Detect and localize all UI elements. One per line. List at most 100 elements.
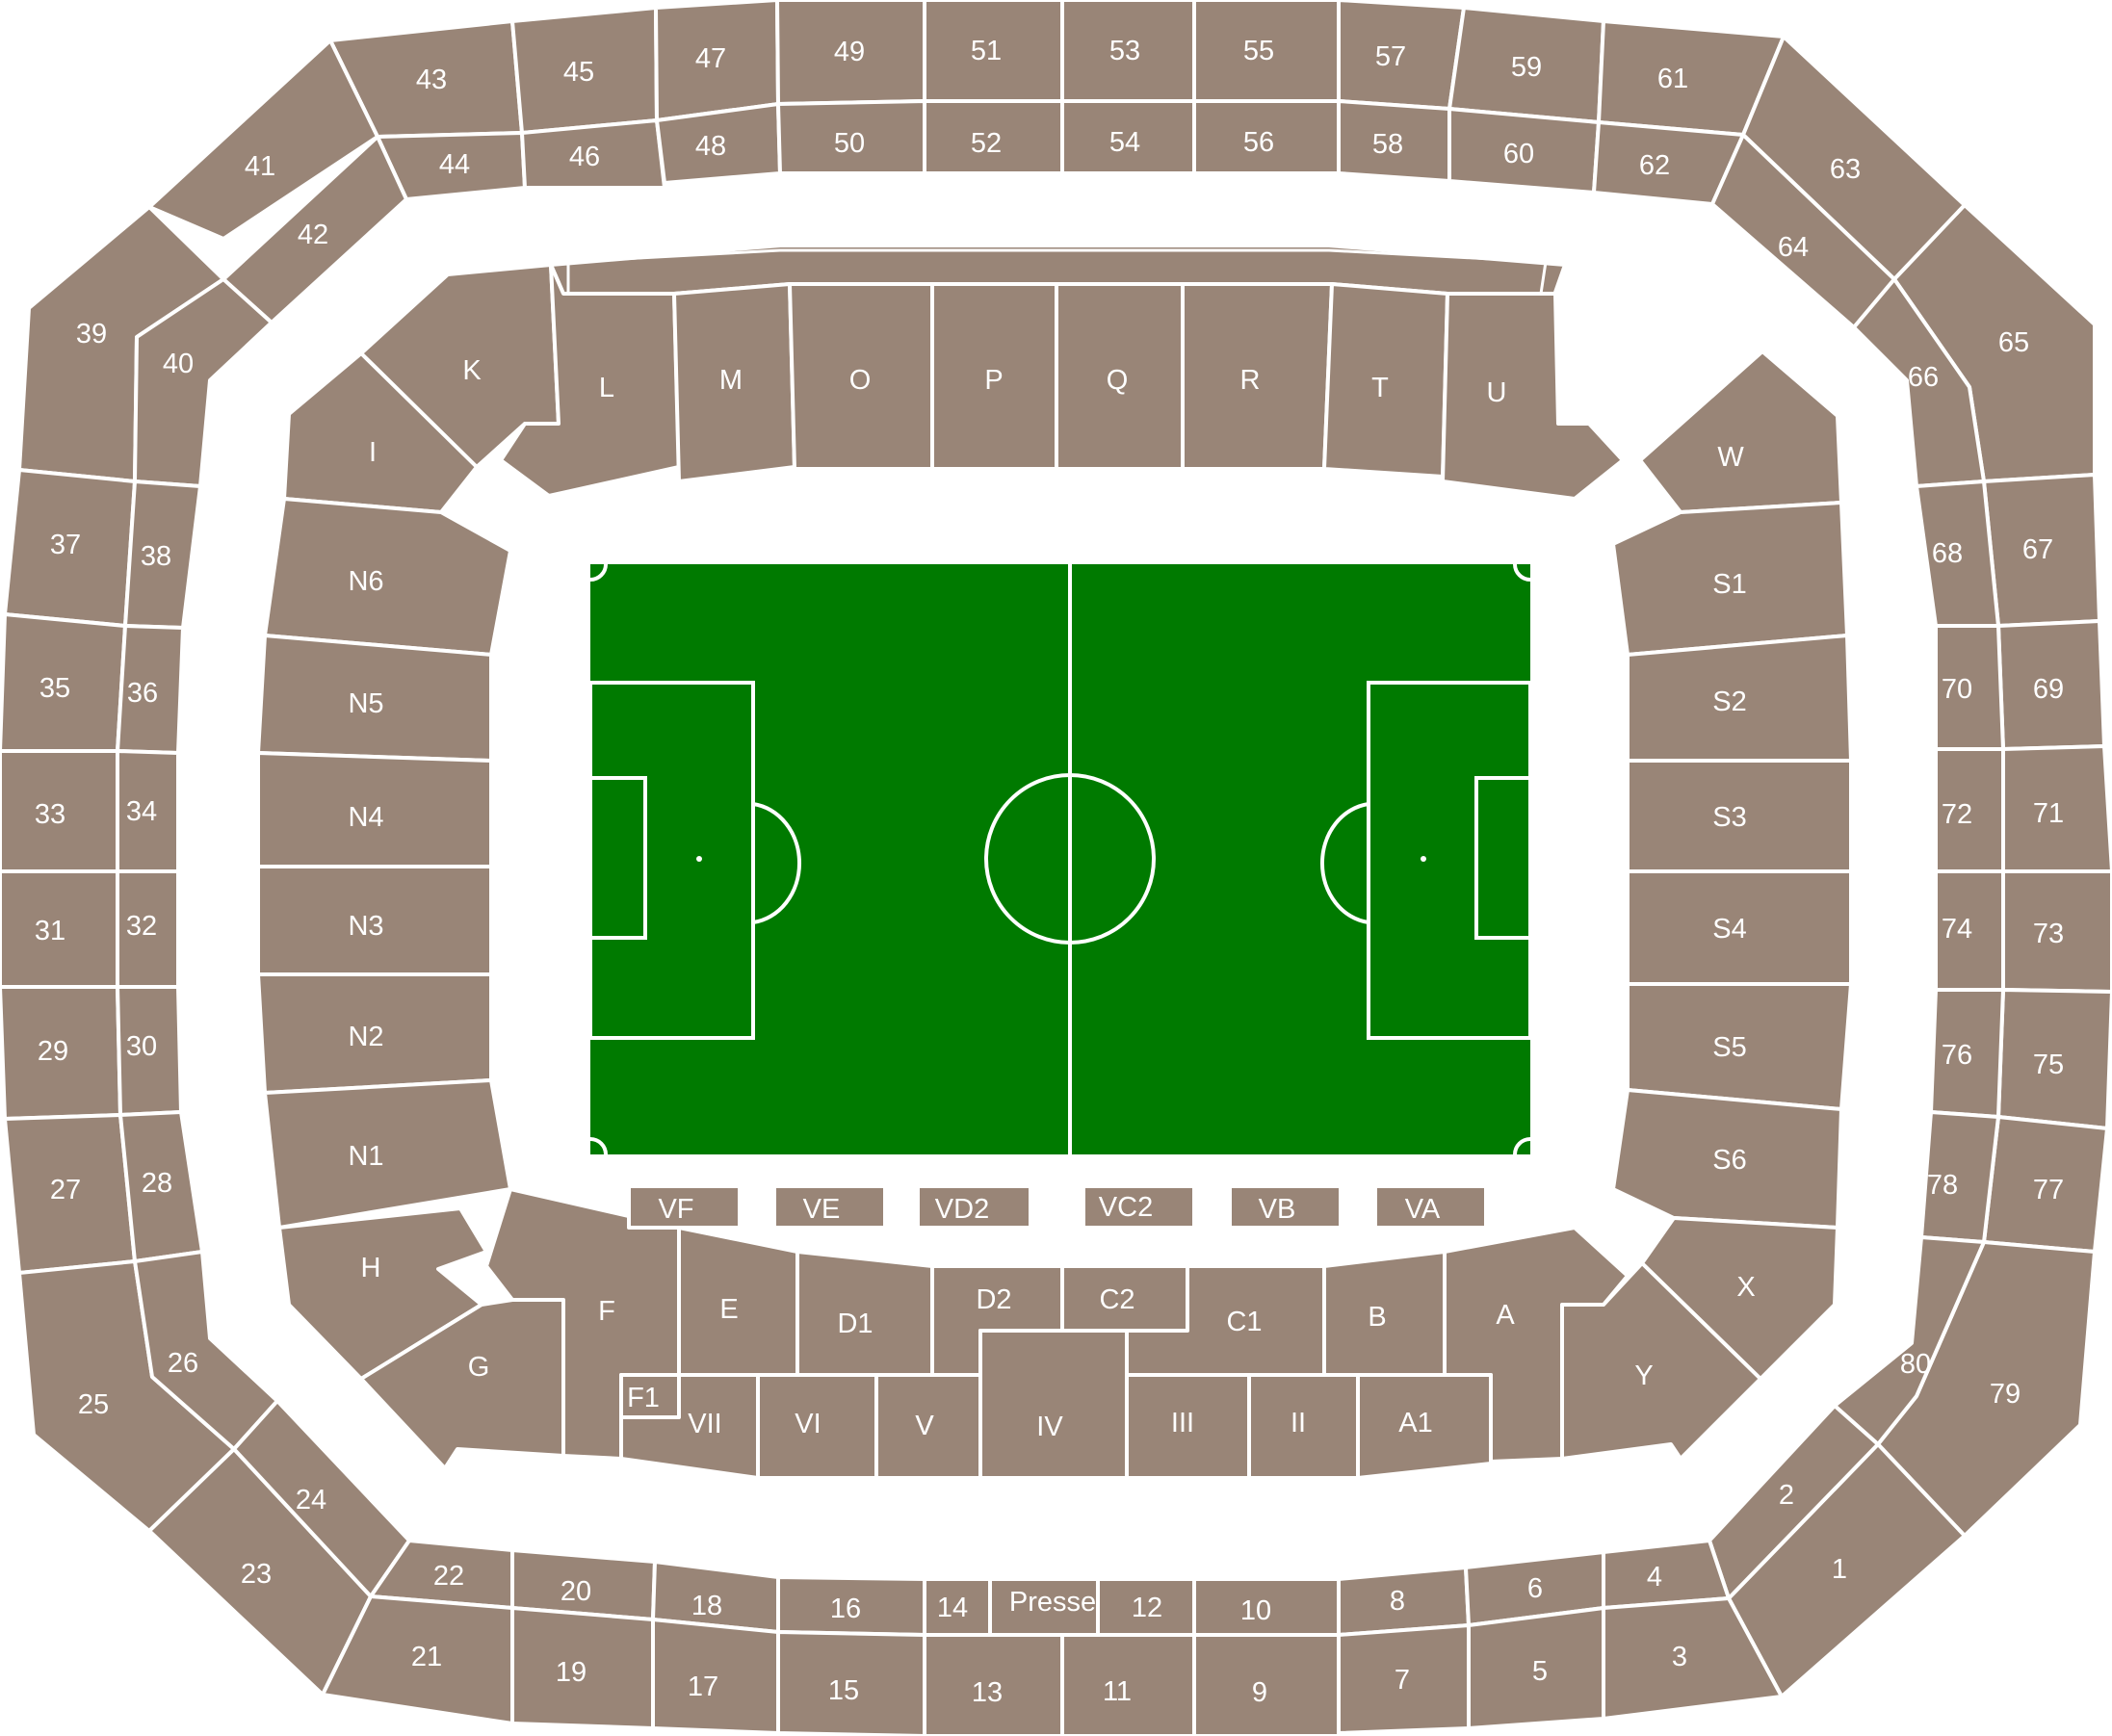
section-69[interactable] xyxy=(1996,619,2106,751)
section-11[interactable] xyxy=(1060,1633,1196,1736)
section-49[interactable] xyxy=(775,0,926,106)
section-78[interactable] xyxy=(1919,1110,2000,1244)
section-iv[interactable] xyxy=(978,1329,1129,1480)
section-32[interactable] xyxy=(116,869,180,989)
section-60[interactable] xyxy=(1447,107,1601,194)
section-47[interactable] xyxy=(654,0,780,122)
section-41[interactable] xyxy=(147,39,379,241)
corner-arc-top-right xyxy=(1513,563,1531,582)
section-h[interactable] xyxy=(277,1206,488,1381)
section-n5[interactable] xyxy=(256,634,493,763)
section-vd2[interactable] xyxy=(916,1184,1032,1230)
right-penalty-spot xyxy=(1421,856,1426,862)
section-press[interactable] xyxy=(988,1577,1100,1637)
section-29[interactable] xyxy=(0,985,122,1121)
section-35[interactable] xyxy=(0,612,127,753)
section-iii[interactable] xyxy=(1125,1373,1251,1480)
section-34[interactable] xyxy=(116,749,180,873)
section-54[interactable] xyxy=(1060,99,1196,175)
section-s1[interactable] xyxy=(1611,501,1849,657)
section-c2[interactable] xyxy=(1060,1264,1189,1333)
section-va[interactable] xyxy=(1373,1184,1488,1230)
section-m[interactable] xyxy=(672,282,796,483)
section-a1[interactable] xyxy=(1356,1373,1493,1480)
section-9[interactable] xyxy=(1192,1633,1341,1736)
section-56[interactable] xyxy=(1192,99,1341,175)
section-u[interactable] xyxy=(1441,292,1625,501)
section-p[interactable] xyxy=(930,282,1058,471)
section-ii[interactable] xyxy=(1247,1373,1360,1480)
section-70[interactable] xyxy=(1934,624,2005,751)
section-vb[interactable] xyxy=(1228,1184,1343,1230)
section-7[interactable] xyxy=(1337,1623,1471,1735)
section-10[interactable] xyxy=(1192,1577,1341,1637)
section-v[interactable] xyxy=(874,1373,982,1480)
section-57[interactable] xyxy=(1337,0,1466,111)
section-b[interactable] xyxy=(1322,1250,1447,1377)
section-14[interactable] xyxy=(923,1577,992,1637)
section-50[interactable] xyxy=(776,99,926,175)
section-l[interactable] xyxy=(499,263,681,498)
section-52[interactable] xyxy=(923,99,1064,175)
section-5[interactable] xyxy=(1467,1606,1605,1730)
section-n1[interactable] xyxy=(263,1078,512,1230)
section-t[interactable] xyxy=(1322,282,1449,479)
section-68[interactable] xyxy=(1915,479,2000,628)
section-31[interactable] xyxy=(0,869,119,989)
section-3[interactable] xyxy=(1602,1596,1784,1721)
section-f1[interactable] xyxy=(619,1373,681,1419)
section-77[interactable] xyxy=(1982,1115,2109,1254)
section-55[interactable] xyxy=(1192,0,1341,103)
section-s5[interactable] xyxy=(1626,982,1853,1111)
section-58[interactable] xyxy=(1337,99,1451,183)
section-vc2[interactable] xyxy=(1082,1184,1196,1230)
section-ve[interactable] xyxy=(772,1184,887,1230)
section-vf[interactable] xyxy=(627,1184,742,1230)
section-x[interactable] xyxy=(1640,1216,1839,1381)
section-19[interactable] xyxy=(510,1606,655,1730)
section-17[interactable] xyxy=(651,1618,780,1735)
section-n6[interactable] xyxy=(263,497,512,657)
section-e[interactable] xyxy=(677,1226,799,1377)
section-53[interactable] xyxy=(1060,0,1196,103)
section-30[interactable] xyxy=(116,985,183,1117)
section-o[interactable] xyxy=(788,282,934,471)
section-75[interactable] xyxy=(1996,988,2112,1130)
section-s2[interactable] xyxy=(1626,634,1853,763)
left-penalty-spot xyxy=(696,856,702,862)
section-71[interactable] xyxy=(2001,744,2112,873)
section-33[interactable] xyxy=(0,749,119,873)
section-51[interactable] xyxy=(923,0,1064,103)
section-67[interactable] xyxy=(1982,473,2101,628)
section-59[interactable] xyxy=(1447,6,1605,124)
section-s3[interactable] xyxy=(1626,759,1853,873)
section-27[interactable] xyxy=(3,1113,137,1275)
section-n3[interactable] xyxy=(256,865,493,976)
section-36[interactable] xyxy=(116,624,185,755)
section-r[interactable] xyxy=(1181,282,1334,471)
section-38[interactable] xyxy=(123,479,202,630)
section-28[interactable] xyxy=(118,1110,204,1263)
section-74[interactable] xyxy=(1934,869,2005,992)
section-16[interactable] xyxy=(776,1575,926,1637)
section-n2[interactable] xyxy=(256,972,493,1095)
section-72[interactable] xyxy=(1934,747,2005,873)
section-w[interactable] xyxy=(1638,350,1843,514)
section-s4[interactable] xyxy=(1626,869,1853,986)
section-15[interactable] xyxy=(776,1630,926,1736)
pitch-grass xyxy=(590,564,1530,1154)
section-s6[interactable] xyxy=(1611,1088,1843,1230)
section-q[interactable] xyxy=(1055,282,1185,471)
section-76[interactable] xyxy=(1929,988,2005,1119)
section-n4[interactable] xyxy=(256,751,493,868)
section-vi[interactable] xyxy=(756,1373,878,1480)
section-d1[interactable] xyxy=(795,1250,934,1377)
section-12[interactable] xyxy=(1096,1577,1196,1637)
section-13[interactable] xyxy=(923,1633,1064,1736)
section-73[interactable] xyxy=(2001,869,2112,994)
section-37[interactable] xyxy=(3,468,137,628)
section-45[interactable] xyxy=(510,6,659,135)
section-46[interactable] xyxy=(520,118,666,190)
